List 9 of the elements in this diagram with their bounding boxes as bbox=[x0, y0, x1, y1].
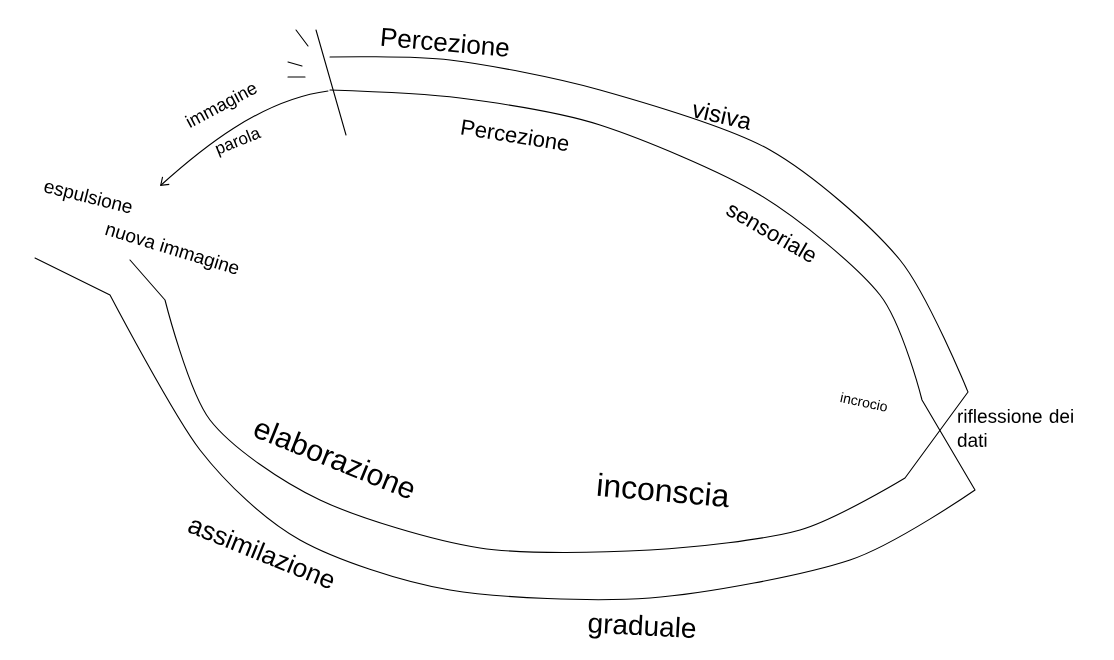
handwritten-label: visiva bbox=[693, 102, 750, 131]
handwritten-label: riflessione dei dati bbox=[957, 409, 1073, 447]
handwritten-label: incrocio bbox=[840, 392, 887, 412]
handwritten-label: Percezione bbox=[381, 27, 509, 57]
handwritten-label: Percezione bbox=[461, 119, 569, 151]
handwritten-label: espulsione bbox=[44, 182, 132, 213]
handwritten-label: inconscia bbox=[597, 472, 729, 508]
handwritten-label: parola bbox=[215, 129, 262, 158]
handwritten-label: graduale bbox=[588, 614, 696, 639]
